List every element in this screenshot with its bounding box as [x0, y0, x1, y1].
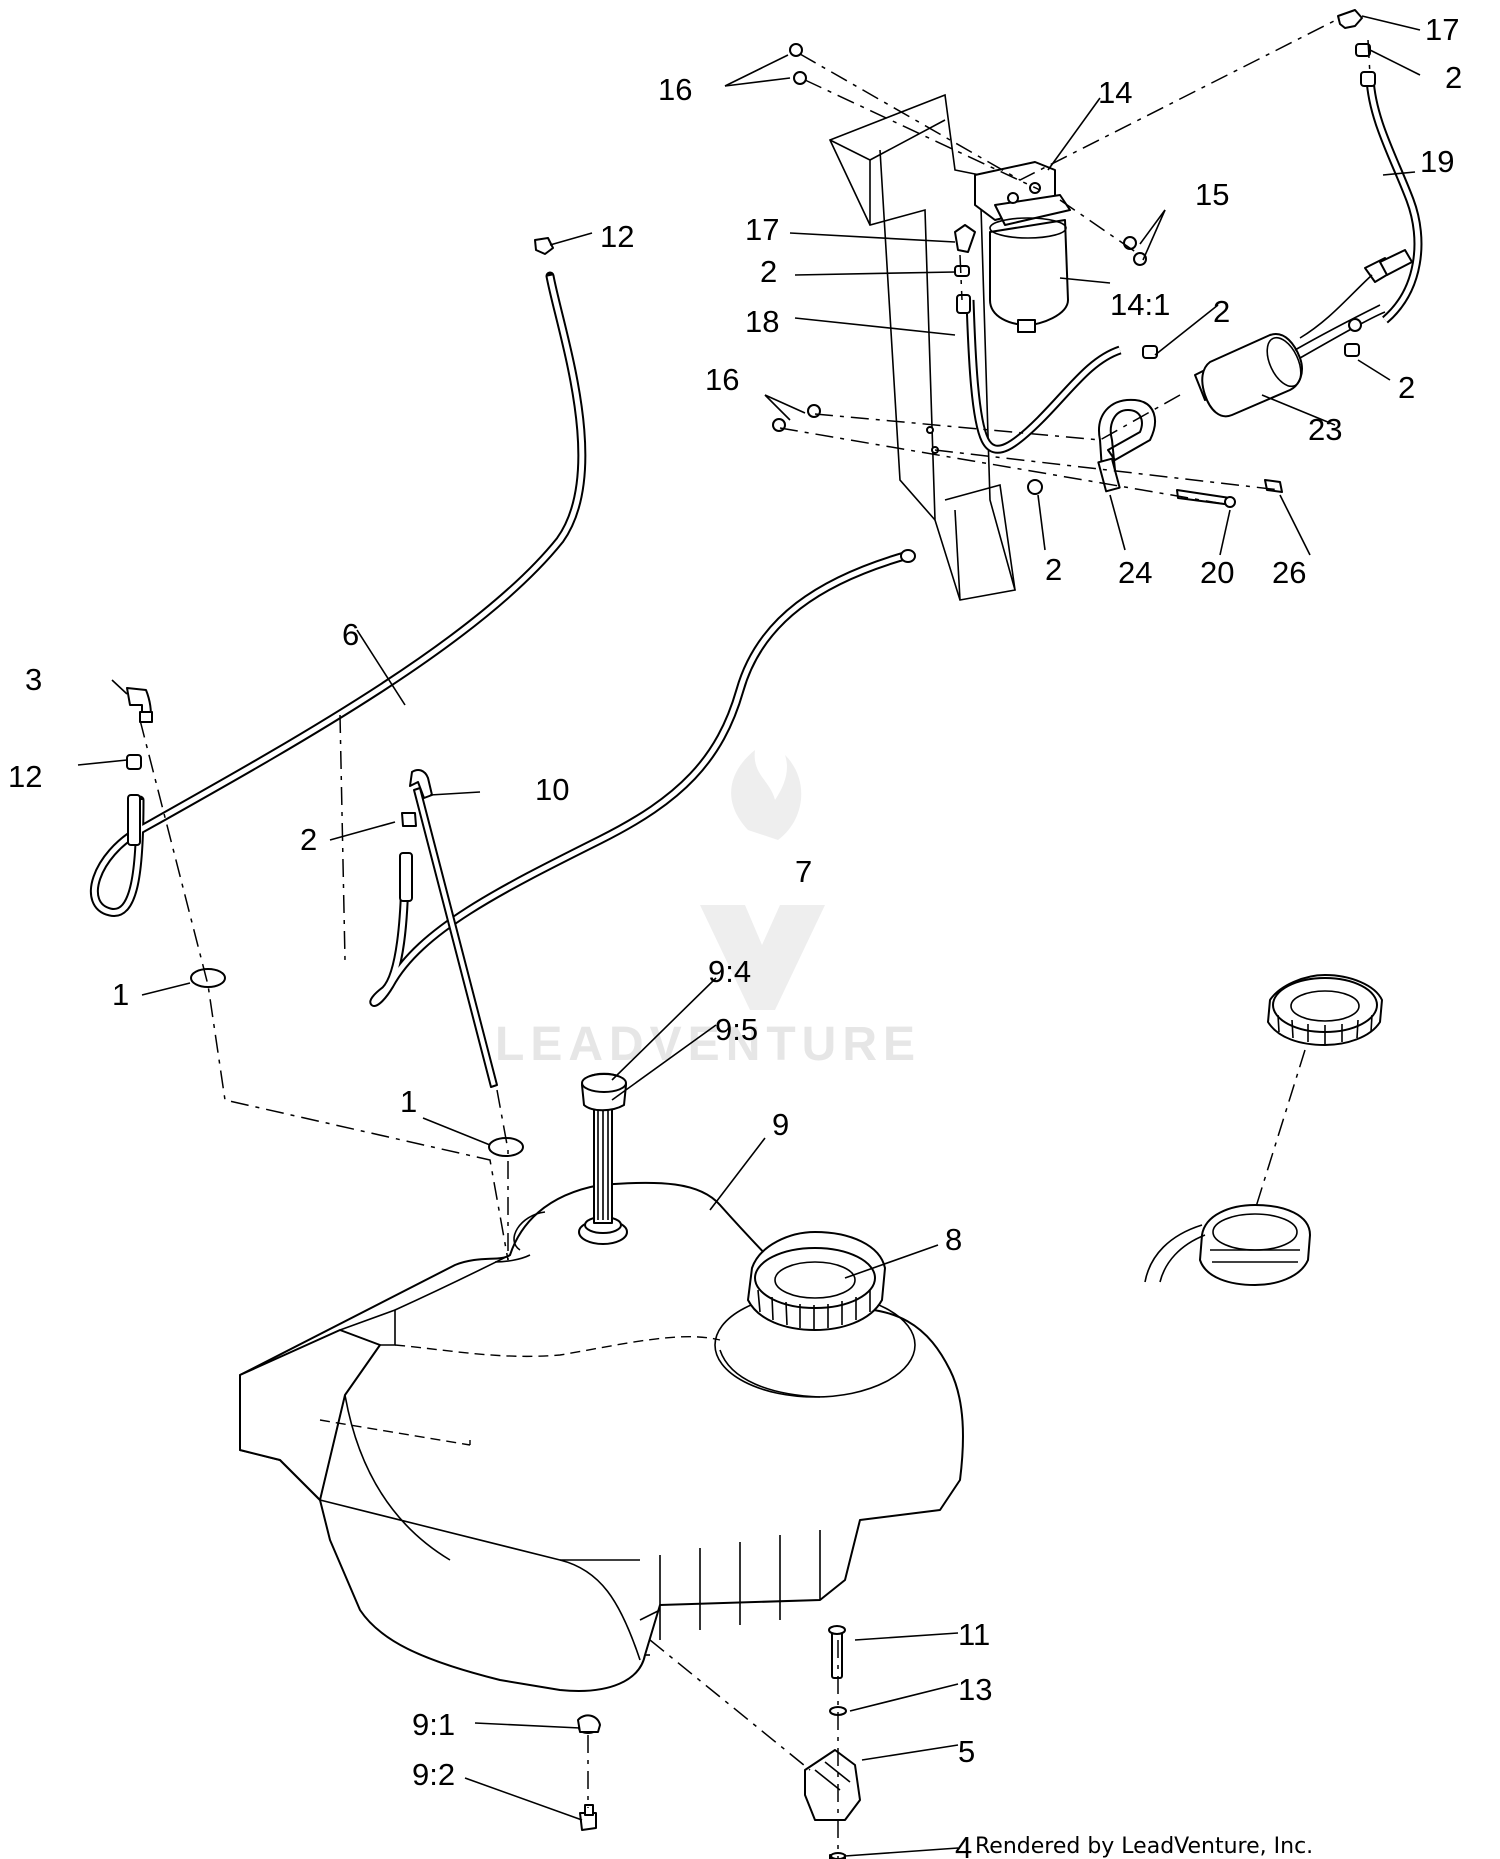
callout-2: 2 [300, 822, 317, 857]
fuel-level-sender [578, 1072, 628, 1245]
callout-14-1: 14:1 [1110, 287, 1170, 322]
callout-2: 2 [1398, 370, 1415, 405]
callout-23: 23 [1308, 412, 1342, 447]
callout-9-4: 9:4 [708, 954, 751, 989]
rendered-by-credit: Rendered by LeadVenture, Inc. [975, 1834, 1313, 1859]
vent-fitting-left [126, 687, 153, 846]
callout-labels: 1 1 2 2 2 2 2 2 3 4 5 6 7 8 9 9:1 9:2 9:… [8, 12, 1462, 1859]
callout-1: 1 [400, 1084, 417, 1119]
installation-lines [139, 17, 1371, 1859]
callout-9-2: 9:2 [412, 1757, 455, 1792]
spare-cap-detail [1144, 974, 1383, 1286]
pump-outlet-fitting [1337, 9, 1376, 87]
fuel-pump [1194, 249, 1413, 418]
drain-valve [577, 1714, 601, 1831]
callout-17: 17 [745, 212, 779, 247]
callout-12: 12 [8, 759, 42, 794]
callout-5: 5 [958, 1734, 975, 1769]
callout-11: 11 [958, 1617, 990, 1652]
callout-10: 10 [535, 772, 569, 807]
callout-2: 2 [1445, 60, 1462, 95]
pump-to-filter-hose-inner [1367, 77, 1421, 322]
callout-1: 1 [112, 977, 129, 1012]
vent-hose-inner [91, 275, 585, 915]
callout-9-1: 9:1 [412, 1707, 455, 1742]
fuel-filter-outlet-hose-inner [967, 299, 1121, 452]
fuel-filter-assembly [974, 161, 1071, 333]
callout-8: 8 [945, 1222, 962, 1257]
callout-4: 4 [955, 1830, 972, 1859]
vent-fitting-top [534, 237, 554, 255]
callout-9-5: 9:5 [715, 1012, 758, 1047]
callout-2: 2 [1213, 294, 1230, 329]
callout-19: 19 [1420, 144, 1454, 179]
callout-24: 24 [1118, 555, 1152, 590]
callout-16: 16 [705, 362, 739, 397]
watermark-text: LEADVENTURE [495, 1018, 921, 1071]
fuel-cap [747, 1231, 886, 1331]
callout-20: 20 [1200, 555, 1234, 590]
callout-2: 2 [1045, 552, 1062, 587]
callout-9: 9 [772, 1107, 789, 1142]
tank-mount-hardware [804, 1625, 861, 1859]
callout-7: 7 [795, 854, 812, 889]
fuel-pickup-tube [399, 769, 498, 1088]
callout-16: 16 [658, 72, 692, 107]
callout-6: 6 [342, 617, 359, 652]
grommet [190, 968, 226, 988]
callout-13: 13 [958, 1672, 992, 1707]
callout-15: 15 [1195, 177, 1229, 212]
callout-18: 18 [745, 304, 779, 339]
frame-upright [828, 93, 1017, 601]
fuel-supply-hose-inner [371, 552, 909, 1005]
hose-end [900, 549, 916, 563]
filter-inlet-fitting [954, 224, 976, 314]
callout-26: 26 [1272, 555, 1306, 590]
callout-17: 17 [1425, 12, 1459, 47]
callout-12: 12 [600, 219, 634, 254]
callout-14: 14 [1098, 75, 1132, 110]
callout-3: 3 [25, 662, 42, 697]
watermark-logo [700, 750, 825, 1010]
callout-2: 2 [760, 254, 777, 289]
leader-lines [77, 15, 1421, 1857]
